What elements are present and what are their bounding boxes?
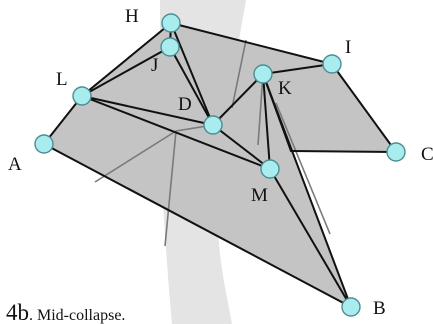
mesh-face: [44, 23, 396, 307]
vertex-labels: H J I K L D A M C B: [8, 6, 433, 319]
vertex-l: [72, 86, 92, 106]
label-d: D: [178, 94, 192, 115]
inner-edge: [164, 130, 177, 247]
inner-edge: [231, 39, 247, 109]
vertex-d: [203, 115, 223, 135]
label-m: M: [251, 185, 268, 206]
edge-c-g: [290, 150, 397, 153]
edge-d-m: [212, 124, 271, 170]
label-k: K: [278, 78, 292, 99]
label-i: I: [345, 37, 351, 58]
figure-caption: 4b. Mid-collapse.: [6, 300, 125, 324]
edge-h-l: [81, 22, 172, 97]
edge-i-c: [331, 63, 397, 153]
caption-number: 4b: [6, 300, 29, 324]
label-c: C: [421, 144, 433, 165]
edge-d-k: [212, 73, 264, 126]
vertex-m: [260, 159, 280, 179]
edge-a-b: [43, 143, 352, 308]
vertex-k: [253, 64, 273, 84]
edge-m-b: [269, 168, 352, 308]
edge-j-l: [81, 46, 171, 97]
label-a: A: [8, 154, 22, 175]
edge-k-i: [262, 63, 333, 75]
label-l: L: [56, 69, 68, 90]
edge-l-d: [81, 95, 214, 126]
vertex-b: [341, 297, 361, 317]
vertex-j: [160, 37, 180, 57]
edge-h-d: [170, 22, 214, 126]
inner-edge: [94, 130, 177, 183]
edge-l-m: [81, 95, 271, 170]
inner-edge: [257, 73, 264, 146]
edge-h-i: [170, 22, 333, 65]
vertex-h: [161, 13, 181, 33]
caption-text: . Mid-collapse.: [29, 307, 125, 324]
vertex-c: [386, 142, 406, 162]
mesh-vertices: [34, 13, 406, 317]
vertex-a: [34, 134, 54, 154]
edge-j-d: [169, 46, 214, 126]
label-j: J: [151, 55, 158, 76]
edge-k-m: [262, 73, 271, 170]
mesh-edges: [43, 22, 397, 308]
edge-k-b: [262, 73, 352, 308]
vertex-i: [322, 54, 342, 74]
inner-edge: [275, 102, 331, 235]
label-h: H: [125, 6, 139, 27]
label-b: B: [373, 298, 386, 319]
edge-l-a: [43, 95, 83, 145]
